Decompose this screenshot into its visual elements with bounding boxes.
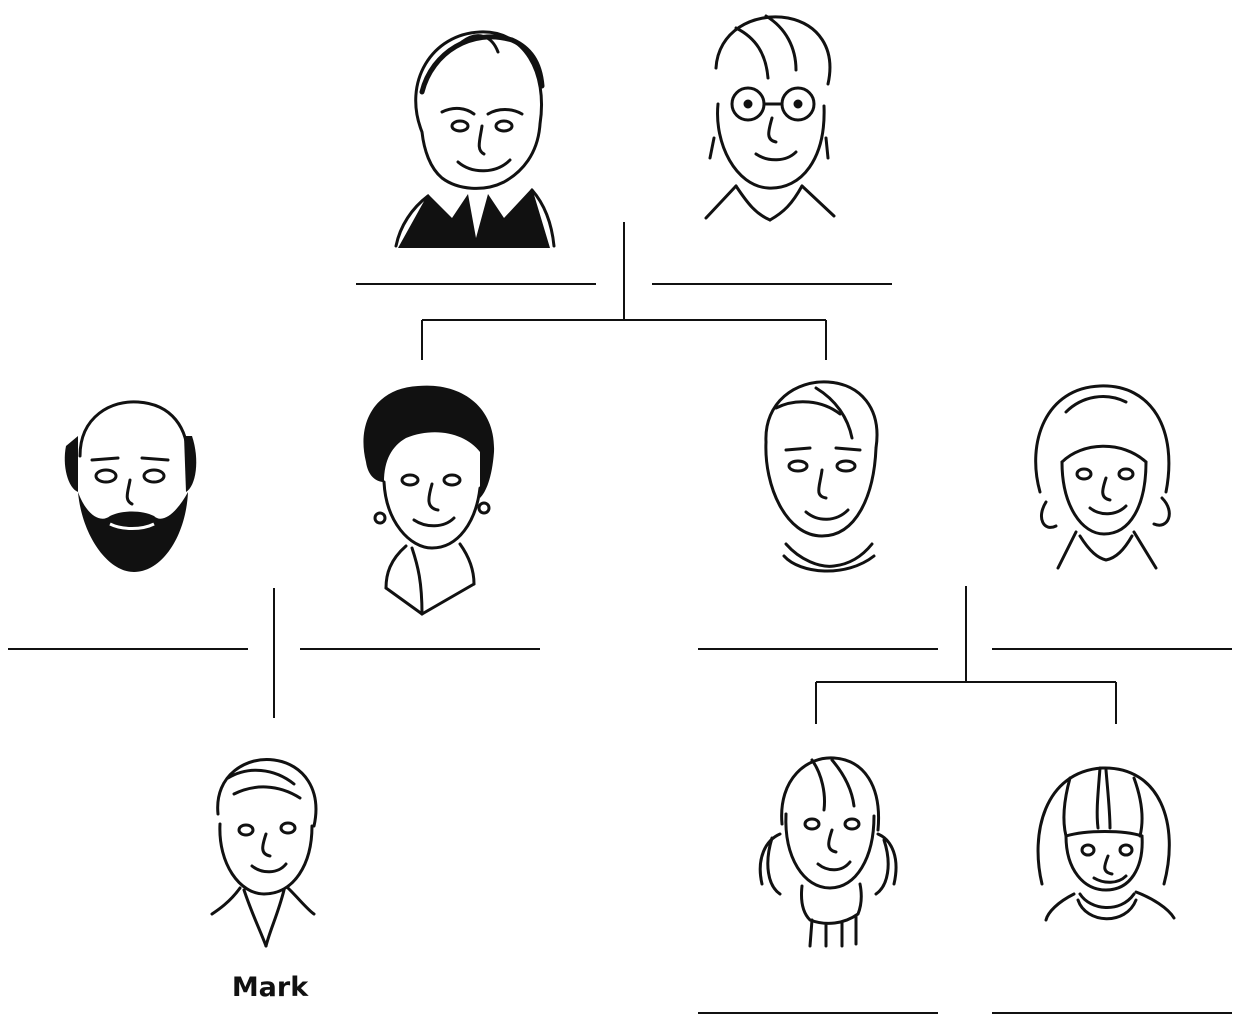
answer-blank-grandmother[interactable]	[652, 283, 892, 285]
answer-blank-uncle[interactable]	[8, 648, 248, 650]
answer-blank-daughter-2[interactable]	[992, 1012, 1232, 1014]
answer-blank-mother[interactable]	[992, 648, 1232, 650]
uncle-portrait	[64, 400, 197, 572]
daughter-1-portrait	[758, 756, 898, 948]
answer-blank-grandfather[interactable]	[356, 283, 596, 285]
mark-portrait	[210, 757, 318, 948]
answer-blank-daughter-1[interactable]	[698, 1012, 938, 1014]
daughter-2-portrait	[1036, 766, 1176, 922]
grandfather-portrait	[394, 30, 556, 248]
mark-name-label: Mark	[231, 972, 309, 1003]
father-portrait	[764, 380, 879, 573]
aunt-portrait	[363, 385, 495, 616]
answer-blank-father[interactable]	[698, 648, 938, 650]
grandmother-portrait	[704, 14, 836, 222]
answer-blank-aunt[interactable]	[300, 648, 540, 650]
mother-portrait	[1034, 384, 1171, 570]
